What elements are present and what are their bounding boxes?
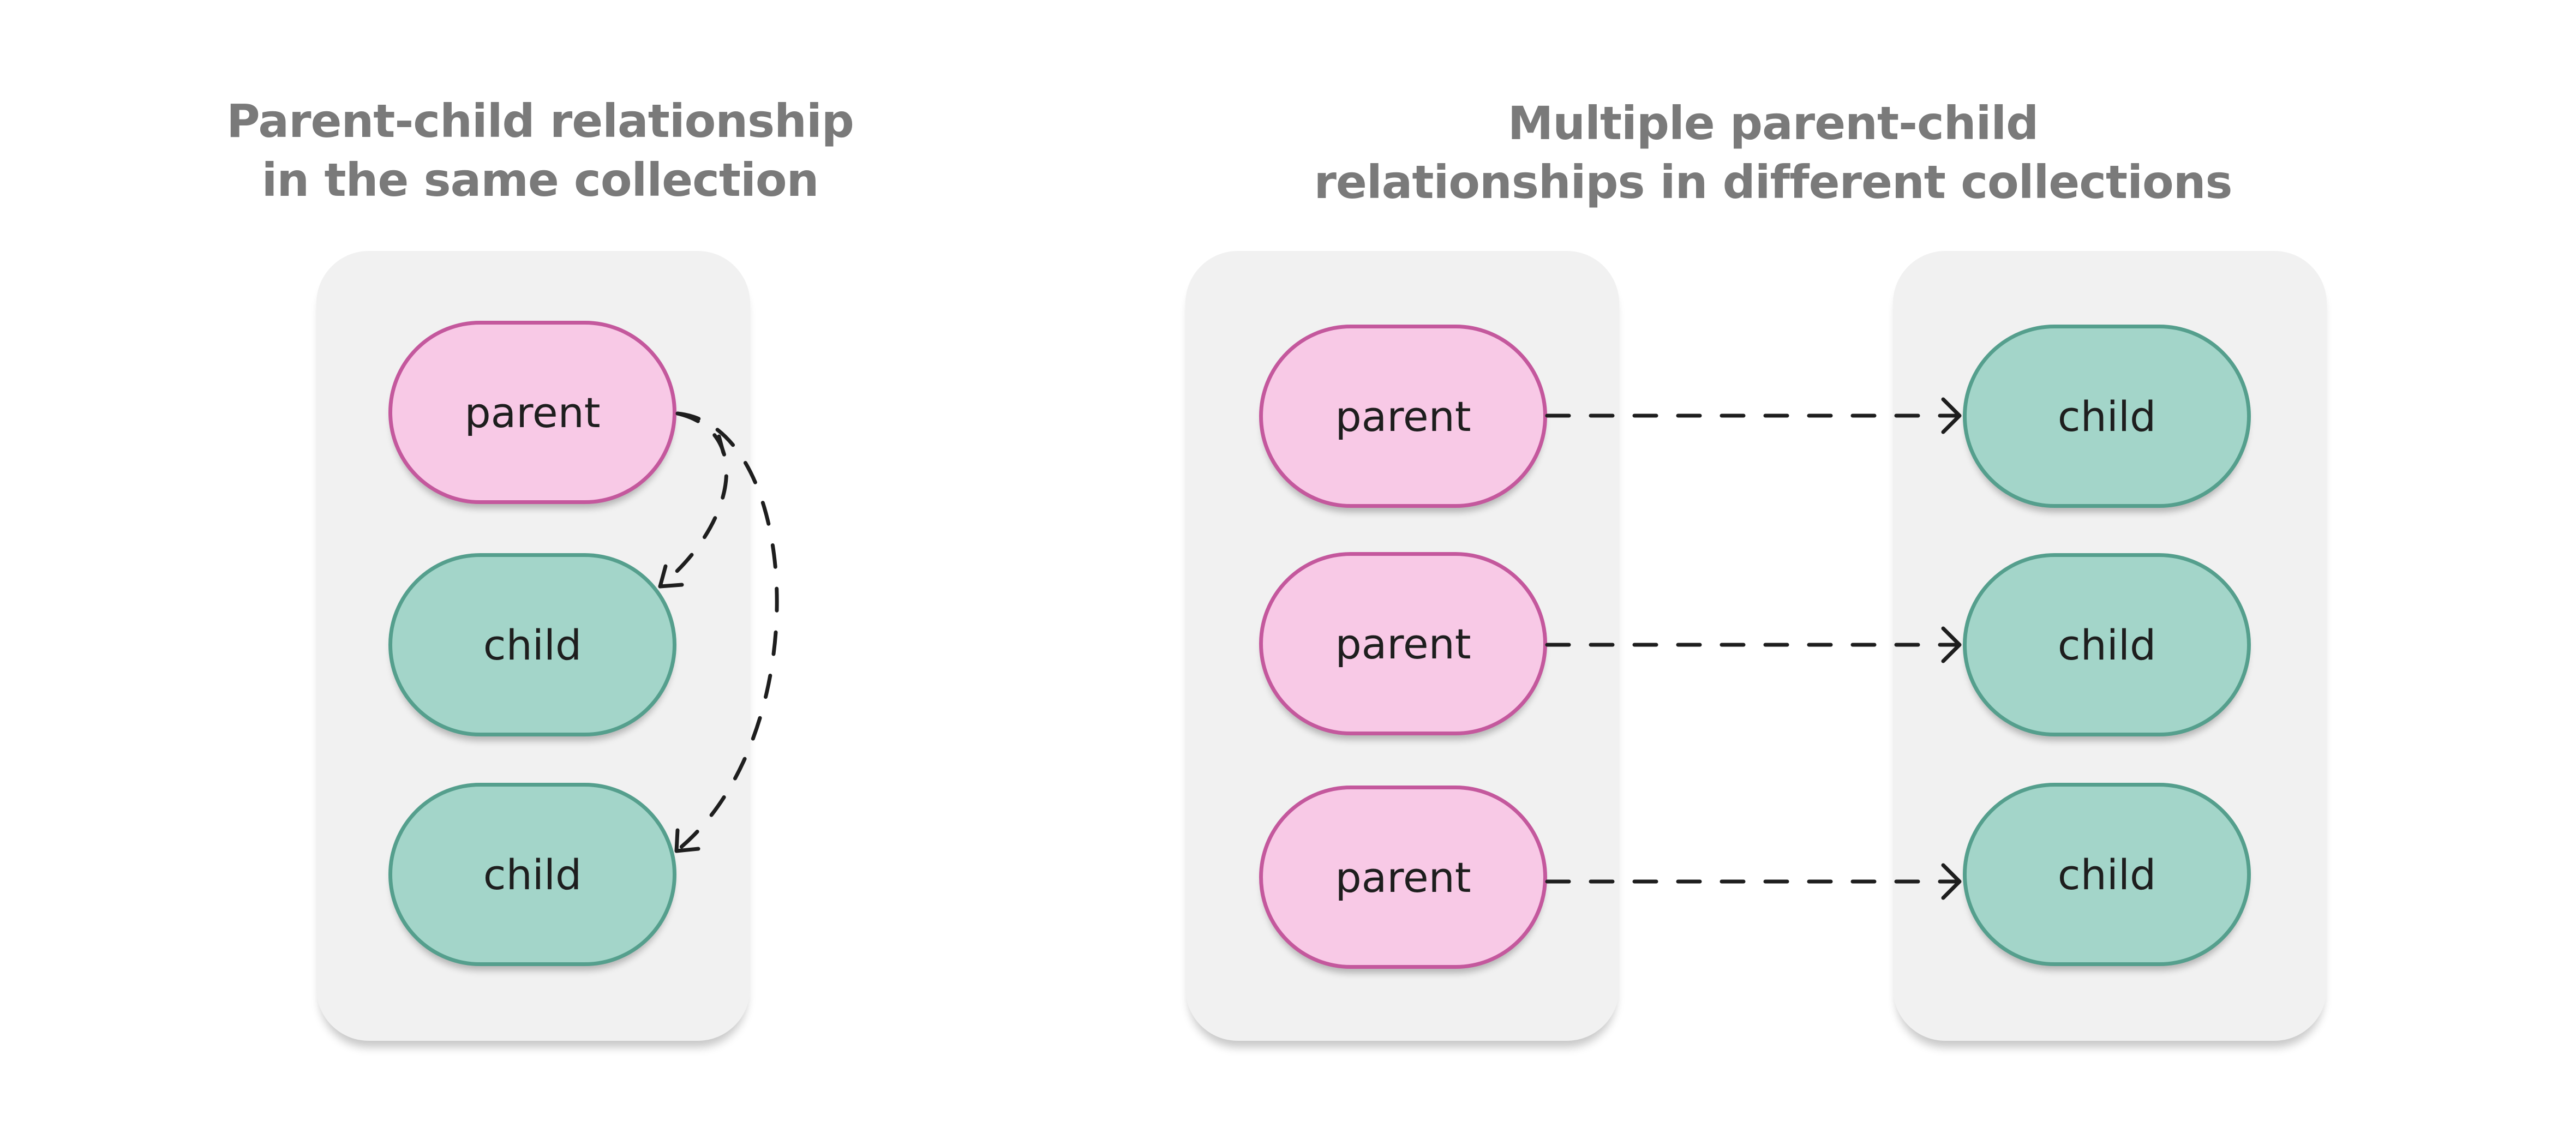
node-label: child [483, 850, 582, 899]
node-label: parent [1335, 392, 1471, 441]
child-node-3: child [1963, 783, 2251, 966]
node-label: child [2057, 850, 2156, 899]
arrow-parent-to-child-2 [674, 411, 779, 853]
right-diagram-title: Multiple parent-child relationships in d… [1314, 97, 2232, 209]
left-parent-node: parent [388, 321, 676, 504]
parent-node-1: parent [1259, 325, 1547, 508]
node-label: parent [1335, 619, 1471, 668]
left-child-node-2: child [388, 783, 676, 966]
child-node-2: child [1963, 553, 2251, 736]
parent-node-3: parent [1259, 786, 1547, 969]
node-label: child [2057, 620, 2156, 669]
arrow-origin-tick [717, 434, 726, 455]
left-child-node-1: child [388, 553, 676, 736]
left-diagram-title: Parent-child relationship in the same co… [226, 94, 854, 207]
node-label: child [483, 620, 582, 669]
child-node-1: child [1963, 325, 2251, 508]
arrowhead-parent-1-to-child-1 [1941, 397, 1962, 434]
arrowhead-parent-to-child-2 [674, 828, 700, 853]
arrowhead-parent-to-child-1 [658, 564, 684, 589]
parent-node-2: parent [1259, 552, 1547, 735]
node-label: parent [464, 388, 601, 437]
node-label: parent [1335, 853, 1471, 902]
arrowhead-parent-3-to-child-3 [1941, 863, 1962, 900]
arrowhead-parent-2-to-child-2 [1941, 626, 1962, 663]
node-label: child [2057, 392, 2156, 441]
arrow-parent-to-child-1 [658, 411, 728, 589]
